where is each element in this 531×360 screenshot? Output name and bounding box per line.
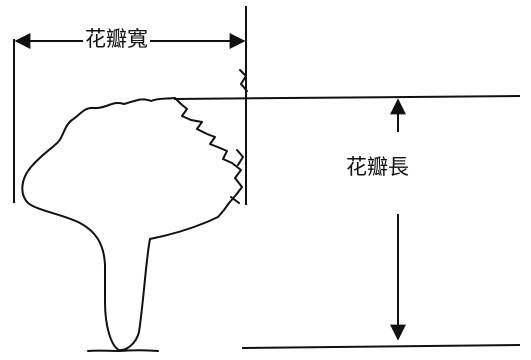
petal-base-line [88, 350, 158, 351]
top-guide-line [174, 96, 520, 99]
petal-edge-texture [231, 70, 247, 203]
bottom-guide-line [242, 345, 520, 348]
petal-width-label: 花瓣寬 [83, 27, 150, 51]
petal-length-bracket [174, 96, 520, 348]
petal-length-label: 花瓣長 [344, 155, 411, 179]
petal-blade [22, 98, 242, 350]
petal-outline [22, 70, 247, 351]
